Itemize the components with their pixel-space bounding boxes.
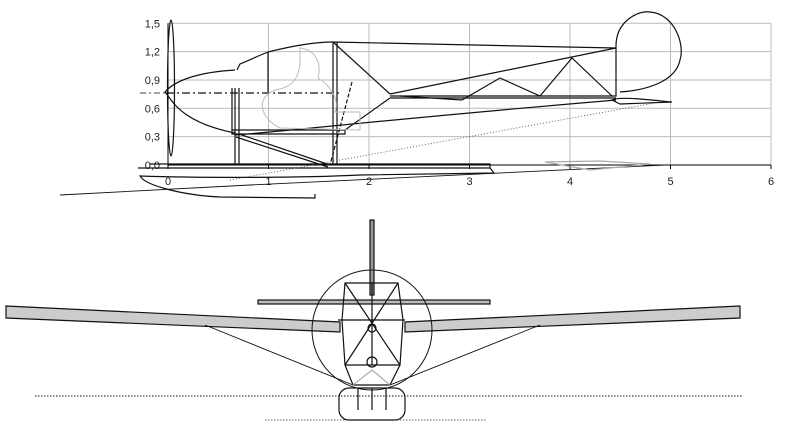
y-tick-label: 1,2 <box>145 47 160 59</box>
x-tick-label: 2 <box>366 176 372 188</box>
side-view-axes: 0 1 2 3 4 5 6 0,0 0,3 0,6 0,9 1,2 1,5 <box>145 18 774 188</box>
tail-fin <box>615 11 682 93</box>
y-tick-label: 0,9 <box>145 75 160 87</box>
side-view-seaplane <box>59 11 682 199</box>
float-side <box>138 167 496 199</box>
propeller-side <box>166 19 176 157</box>
y-tick-label: 1,5 <box>145 18 160 30</box>
y-tick-label: 0,6 <box>145 103 160 115</box>
x-tick-label: 0 <box>165 176 171 188</box>
nose-cowling <box>164 69 236 134</box>
y-tick-label: 0,3 <box>145 132 160 144</box>
x-tick-label: 1 <box>265 176 271 188</box>
x-tick-label: 4 <box>567 176 573 188</box>
wing-front <box>5 305 741 333</box>
front-view-seaplane <box>5 219 742 421</box>
x-tick-label: 3 <box>466 176 472 188</box>
horizontal-tail <box>257 299 491 305</box>
x-tick-label: 6 <box>768 176 774 188</box>
x-tick-label: 5 <box>667 176 673 188</box>
y-tick-label: 0,0 <box>145 160 160 172</box>
